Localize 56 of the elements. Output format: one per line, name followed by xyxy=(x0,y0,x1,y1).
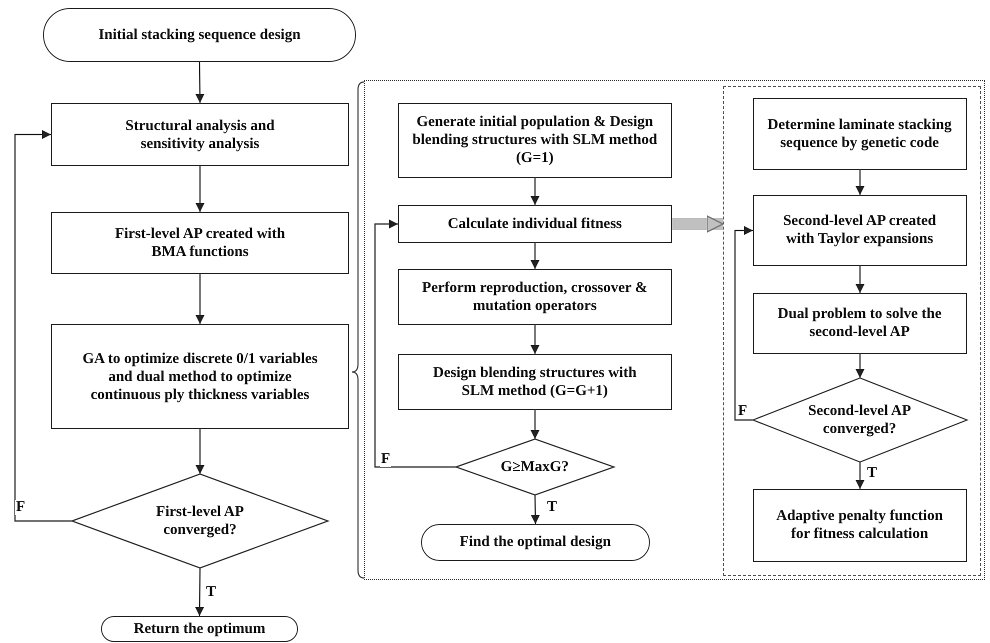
arrow xyxy=(195,62,204,103)
arrow xyxy=(734,226,753,421)
arrow xyxy=(856,462,864,489)
arrow xyxy=(196,429,204,474)
arrow xyxy=(196,166,204,212)
step-text: Second-level AP created with Taylor expansions xyxy=(782,212,938,248)
decision-diamond xyxy=(456,438,614,495)
step-text: Determine laminate stacking sequence by genetic code xyxy=(766,116,953,152)
terminal-box xyxy=(43,8,356,62)
block-arrow xyxy=(672,215,724,233)
arrow xyxy=(530,243,540,269)
arrow xyxy=(374,220,456,468)
arrow xyxy=(14,130,72,522)
process-box xyxy=(752,292,967,354)
arrow xyxy=(530,178,540,205)
decision-diamond xyxy=(72,474,328,568)
step-text: Find the optimal design xyxy=(460,533,611,552)
step-text: Calculate individual fitness xyxy=(448,214,622,233)
process-box xyxy=(752,98,967,170)
dotted-frame xyxy=(364,80,985,580)
condition-text: First-level AP converged? xyxy=(155,503,245,539)
process-box xyxy=(51,324,349,429)
arrow xyxy=(530,494,540,524)
arrow xyxy=(856,266,864,293)
step-text: GA to optimize discrete 0/1 variables and dual method to optimize continuous ply thickness variables xyxy=(81,350,319,404)
dashed-frame xyxy=(722,86,981,576)
step-text: Dual problem to solve the second-level AP xyxy=(776,305,943,342)
condition-text: Second-level AP converged? xyxy=(807,402,912,438)
edge-label: F xyxy=(15,500,26,515)
arrow xyxy=(530,410,540,439)
process-box xyxy=(398,268,672,325)
step-text: Perform reproduction, crossover & mutation operators xyxy=(421,278,649,315)
step-text: Generate initial population & Design blending structures with SLM method (G=1) xyxy=(411,113,658,168)
step-text: First-level AP created with BMA functions xyxy=(114,225,286,261)
process-box xyxy=(398,102,672,178)
arrow xyxy=(530,325,540,354)
process-box xyxy=(752,488,967,562)
process-box xyxy=(51,103,349,166)
process-box xyxy=(398,354,672,410)
arrow xyxy=(195,568,204,616)
process-box xyxy=(398,204,672,243)
step-text: Design blending structures with SLM method (G=G+1) xyxy=(432,364,638,400)
process-box xyxy=(752,194,967,266)
terminal-box xyxy=(101,616,298,642)
step-text: Adaptive penalty function for fitness calculation xyxy=(775,507,944,544)
terminal-box xyxy=(420,524,650,561)
process-box xyxy=(51,212,349,274)
step-text: Return the optimum xyxy=(134,620,266,638)
arrow xyxy=(196,274,204,324)
step-text: Initial stacking sequence design xyxy=(98,26,301,44)
edge-label: F xyxy=(380,452,392,467)
condition-text: G≥MaxG? xyxy=(500,458,569,476)
decision-diamond xyxy=(752,378,967,462)
arrow xyxy=(856,170,864,195)
arrow xyxy=(856,354,864,378)
step-text: Structural analysis and sensitivity analysis xyxy=(124,116,276,152)
